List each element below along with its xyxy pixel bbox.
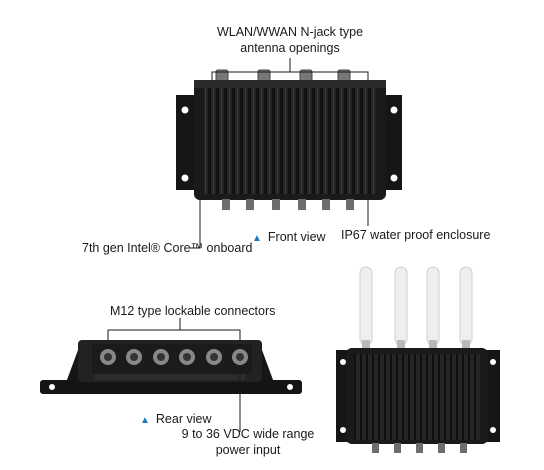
power-label-line2: power input bbox=[215, 443, 281, 457]
cpu-label: 7th gen Intel® Core™ onboard bbox=[82, 241, 253, 255]
power-label-line1: 9 to 36 VDC wide range bbox=[181, 427, 315, 441]
callout-lines-rear bbox=[107, 318, 241, 432]
bottom-connectors bbox=[222, 199, 354, 210]
antenna-openings-label: WLAN/WWAN N-jack type antenna openings bbox=[215, 24, 365, 56]
m12-connectors bbox=[100, 349, 248, 365]
triangle-up-icon: ▲ bbox=[252, 233, 262, 244]
front-view-label: Front view bbox=[267, 230, 326, 244]
power-input-label: 9 to 36 VDC wide range power input bbox=[178, 426, 318, 458]
front-view-caption: ▲ Front view bbox=[252, 229, 326, 247]
ip67-label: IP67 water proof enclosure bbox=[341, 228, 491, 242]
front-view-device bbox=[176, 69, 402, 210]
rear-view-label: Rear view bbox=[155, 412, 212, 426]
antenna-view-device bbox=[336, 266, 500, 453]
callout-lines-front bbox=[190, 58, 369, 249]
antennas bbox=[359, 266, 473, 350]
antenna-label-line1: WLAN/WWAN N-jack type bbox=[216, 25, 364, 39]
triangle-up-icon: ▲ bbox=[140, 415, 150, 426]
antenna-label-line2: antenna openings bbox=[240, 41, 340, 55]
rear-view-caption: ▲ Rear view bbox=[140, 411, 211, 429]
rear-view-device bbox=[40, 340, 302, 394]
m12-label: M12 type lockable connectors bbox=[110, 304, 276, 318]
